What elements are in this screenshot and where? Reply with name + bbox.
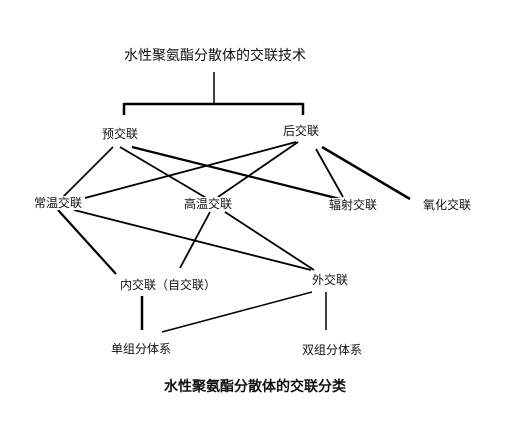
room-temperature-crosslinking-node: 常温交联 xyxy=(34,196,83,210)
radiation-crosslinking-node: 辐射交联 xyxy=(329,198,378,212)
figure-caption: 水性聚氨酯分散体的交联分类 xyxy=(164,379,346,395)
pre-crosslinking-node: 预交联 xyxy=(102,127,139,141)
root-node: 水性聚氨酯分散体的交联技术 xyxy=(124,48,306,64)
connector-room-external xyxy=(73,209,312,271)
connector-pre-high xyxy=(119,146,209,200)
connector-external-one xyxy=(161,291,313,333)
connector-post-radiation xyxy=(315,148,344,198)
connector-post-oxidation xyxy=(321,145,411,201)
connector-high-external xyxy=(224,211,315,271)
connector-post-high xyxy=(217,141,299,198)
high-temperature-crosslinking-node: 高温交联 xyxy=(184,197,233,211)
connector-high-internal xyxy=(179,211,211,269)
connector-pre-radiation xyxy=(131,145,341,201)
two-component-system-node: 双组分体系 xyxy=(302,343,363,357)
connector-room-internal xyxy=(57,209,117,275)
external-crosslinking-node: 外交联 xyxy=(312,273,349,287)
oxidation-crosslinking-node: 氧化交联 xyxy=(423,198,472,212)
post-crosslinking-node: 后交联 xyxy=(283,124,320,138)
internal-crosslinking-node: 内交联（自交联） xyxy=(120,278,217,292)
one-component-system-node: 单组分体系 xyxy=(111,342,172,356)
connector-post-room xyxy=(84,141,297,199)
connector-pre-room xyxy=(62,146,114,198)
